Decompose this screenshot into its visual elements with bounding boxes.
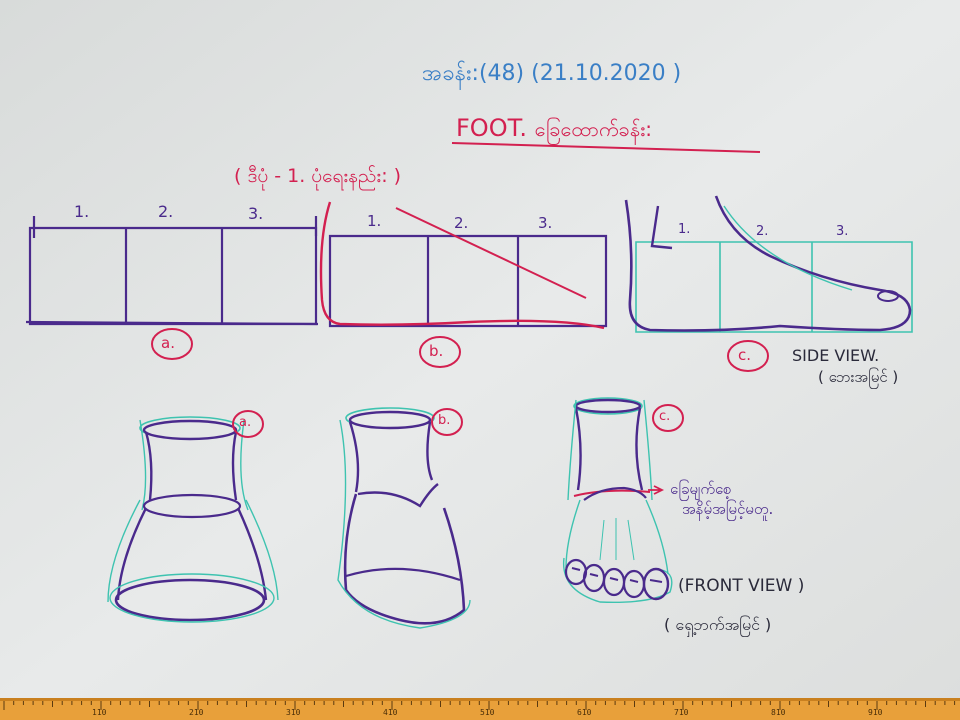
circle-b-bottom-text: b. xyxy=(438,413,451,428)
ruler-number: 710 xyxy=(674,708,689,717)
circle-a-top-text: a. xyxy=(161,334,175,352)
annotation-line-1: ခြေမျက်စေ့ xyxy=(670,480,732,498)
grid-sketch-c-side-view xyxy=(624,195,913,333)
grid-b-label-1: 1. xyxy=(367,212,382,230)
lesson-date-close: ) xyxy=(665,61,682,86)
circle-label-b-top xyxy=(419,336,461,368)
grid-a-label-3: 3. xyxy=(248,204,264,223)
ruler-number: 610 xyxy=(577,708,592,717)
ruler-number: 210 xyxy=(189,708,204,717)
front-view-note: ( ရှေ့ဘက်အမြင် ) xyxy=(664,615,772,634)
annotation-line-2: အနိမ့်အမြင့်မတူ. xyxy=(682,500,774,518)
lesson-subtitle: ( ဒီပုံ - 1. ပုံရေးနည်း: ) xyxy=(234,165,402,187)
ruler-number: 510 xyxy=(480,708,495,717)
grid-c-label-2: 2. xyxy=(756,224,769,239)
side-view-label: SIDE VIEW. xyxy=(792,346,880,365)
circle-b-top-text: b. xyxy=(429,342,444,360)
ankle-sketch-b xyxy=(337,407,471,629)
grid-a-label-2: 2. xyxy=(158,202,174,221)
ruler-number: 110 xyxy=(92,708,107,717)
ruler-number: 310 xyxy=(286,708,301,717)
circle-label-a-top xyxy=(151,328,193,360)
lesson-number: အခန်း:(48) xyxy=(422,61,525,86)
lesson-date-open: ( xyxy=(524,61,540,86)
grid-sketch-a xyxy=(25,216,319,326)
ankle-sketch-a xyxy=(107,416,279,623)
annotation-arrow xyxy=(648,485,665,495)
title-en: FOOT. xyxy=(456,114,528,142)
grid-c-label-1: 1. xyxy=(678,222,691,237)
grid-b-label-2: 2. xyxy=(454,214,469,232)
circle-c-bottom-text: c. xyxy=(659,409,671,424)
circle-label-c-top xyxy=(727,340,769,372)
title-underline xyxy=(451,142,761,153)
circle-a-bottom-text: a. xyxy=(239,415,252,430)
ankle-sketch-c-front-view xyxy=(562,397,673,603)
circle-c-top-text: c. xyxy=(738,346,752,364)
ruler-number: 410 xyxy=(383,708,398,717)
grid-c-label-3: 3. xyxy=(836,224,849,239)
circle-label-a-bottom xyxy=(232,410,264,438)
ruler-number: 910 xyxy=(868,708,883,717)
side-view-note: ( ဘေးအမြင် ) xyxy=(818,368,899,386)
grid-b-label-3: 3. xyxy=(538,214,553,232)
grid-a-label-1: 1. xyxy=(74,202,90,221)
lesson-date: 21.10.2020 xyxy=(539,61,666,86)
ruler xyxy=(0,698,960,720)
circle-label-c-bottom xyxy=(652,404,684,432)
title-mm: ခြေထောက်ခန်း: xyxy=(534,117,652,141)
ruler-number: 810 xyxy=(771,708,786,717)
lesson-title: FOOT. ခြေထောက်ခန်း: xyxy=(456,114,652,146)
grid-sketch-b xyxy=(319,201,608,330)
lesson-header: အခန်း:(48) (21.10.2020 ) xyxy=(422,58,681,91)
circle-label-b-bottom xyxy=(431,408,463,436)
front-view-label: (FRONT VIEW ) xyxy=(678,576,805,596)
